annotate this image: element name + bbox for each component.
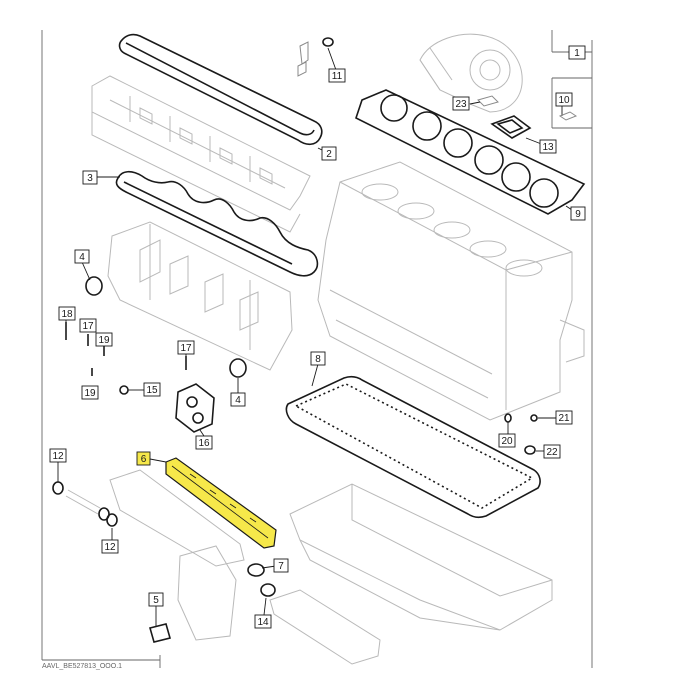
svg-text:10: 10 <box>558 95 570 106</box>
svg-text:12: 12 <box>104 542 116 553</box>
highlighted-gasket-6[interactable] <box>165 457 277 549</box>
svg-text:15: 15 <box>146 385 158 396</box>
svg-text:6: 6 <box>141 454 147 465</box>
page-frame <box>41 30 593 668</box>
svg-text:12: 12 <box>52 451 64 462</box>
callout-12-upper[interactable]: 12 <box>49 448 67 463</box>
callout-1[interactable]: 1 <box>568 45 586 60</box>
intake-manifold-sketch <box>107 221 293 371</box>
plate-gasket-16[interactable] <box>175 383 215 433</box>
svg-text:18: 18 <box>61 309 73 320</box>
callout-3[interactable]: 3 <box>82 170 98 185</box>
svg-text:3: 3 <box>87 173 93 184</box>
svg-text:14: 14 <box>257 617 269 628</box>
svg-text:17: 17 <box>180 343 192 354</box>
callout-14[interactable]: 14 <box>254 614 272 629</box>
turbo-flange-gasket[interactable] <box>490 115 532 139</box>
lower-manifold-sketch <box>65 469 381 665</box>
callouts: 1 2 3 4 4 5 6 7 <box>49 45 586 629</box>
drawing-reference: AAVL_BE527813_OOO.1 <box>42 663 122 670</box>
callout-9[interactable]: 9 <box>570 206 586 221</box>
leader-lines <box>57 47 580 626</box>
callout-17-right[interactable]: 17 <box>177 340 195 355</box>
rocker-cover-gasket[interactable] <box>115 170 319 277</box>
callout-19-lower[interactable]: 19 <box>81 385 99 400</box>
callout-23[interactable]: 23 <box>452 96 470 111</box>
callout-2[interactable]: 2 <box>321 146 337 161</box>
fitting-part-11 <box>297 37 334 77</box>
callout-20[interactable]: 20 <box>498 433 516 448</box>
callout-4-lower[interactable]: 4 <box>230 392 246 407</box>
cylinder-head-sketch <box>91 75 311 233</box>
callout-17-left[interactable]: 17 <box>79 318 97 333</box>
head-gasket[interactable] <box>355 89 586 215</box>
small-seals <box>52 276 538 643</box>
svg-text:5: 5 <box>153 595 159 606</box>
callout-11[interactable]: 11 <box>328 68 346 83</box>
svg-text:4: 4 <box>235 395 241 406</box>
svg-text:11: 11 <box>332 71 343 82</box>
callout-12-lower[interactable]: 12 <box>101 539 119 554</box>
svg-text:7: 7 <box>278 561 284 572</box>
svg-text:4: 4 <box>79 252 85 263</box>
callout-18[interactable]: 18 <box>58 306 76 321</box>
callout-21[interactable]: 21 <box>555 410 573 425</box>
engine-block-sketch <box>317 161 585 421</box>
svg-text:20: 20 <box>501 436 513 447</box>
svg-text:9: 9 <box>575 209 581 220</box>
svg-text:16: 16 <box>198 438 210 449</box>
svg-text:19: 19 <box>84 388 96 399</box>
callout-22[interactable]: 22 <box>543 444 561 459</box>
bracket-part-23 <box>477 95 499 107</box>
svg-text:1: 1 <box>574 48 580 59</box>
callout-10[interactable]: 10 <box>555 92 578 121</box>
svg-text:19: 19 <box>98 335 110 346</box>
valve-cover-gasket-top[interactable] <box>118 33 323 146</box>
callout-6[interactable]: 6 <box>136 451 151 466</box>
svg-text:17: 17 <box>82 321 94 332</box>
callout-8[interactable]: 8 <box>310 351 326 366</box>
callout-16[interactable]: 16 <box>195 435 213 450</box>
svg-text:21: 21 <box>558 413 570 424</box>
callout-5[interactable]: 5 <box>148 592 164 607</box>
svg-text:13: 13 <box>542 142 554 153</box>
oil-pan-gasket[interactable] <box>285 375 541 519</box>
svg-text:2: 2 <box>326 149 332 160</box>
callout-4-upper[interactable]: 4 <box>74 249 90 264</box>
turbocharger-sketch <box>419 33 523 113</box>
svg-text:8: 8 <box>315 354 321 365</box>
svg-text:23: 23 <box>455 99 467 110</box>
oil-pan-sketch <box>289 483 553 631</box>
callout-19-upper[interactable]: 19 <box>95 332 113 347</box>
svg-text:22: 22 <box>546 447 558 458</box>
callout-13[interactable]: 13 <box>539 139 557 154</box>
callout-15[interactable]: 15 <box>143 382 161 397</box>
callout-7[interactable]: 7 <box>273 558 289 573</box>
